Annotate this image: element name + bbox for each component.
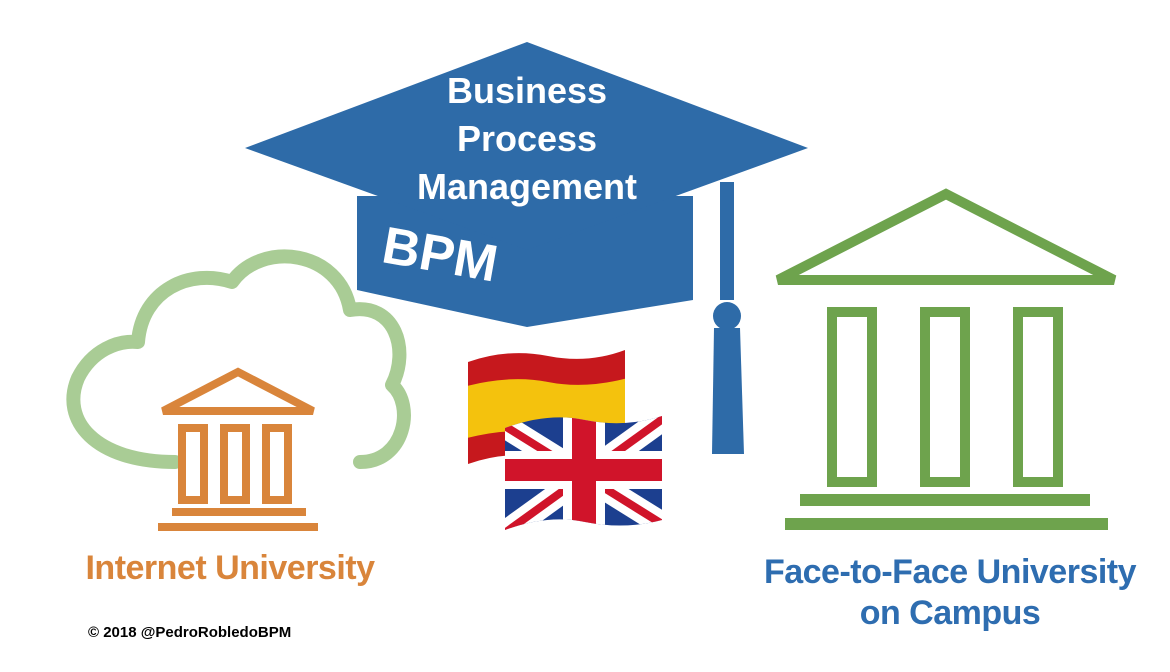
campus-university-building-icon [775, 188, 1117, 530]
cap-title-line-1: Business [447, 70, 607, 111]
internet-university-label: Internet University [85, 549, 375, 587]
cloud-icon [66, 249, 411, 469]
uk-flag-icon [505, 416, 662, 530]
internet-university-building-icon [158, 367, 318, 531]
campus-label-line-1: Face-to-Face University [763, 553, 1137, 591]
cap-title-line-3: Management [417, 166, 637, 207]
campus-university-label: Face-to-Face University on Campus [735, 552, 1165, 634]
campus-label-line-2: on Campus [859, 593, 1041, 632]
copyright-notice: © 2018 @PedroRobledoBPM [88, 624, 292, 641]
cap-title-line-2: Process [457, 118, 597, 159]
graduation-cap-icon: Business Process Management BPM [245, 42, 808, 454]
